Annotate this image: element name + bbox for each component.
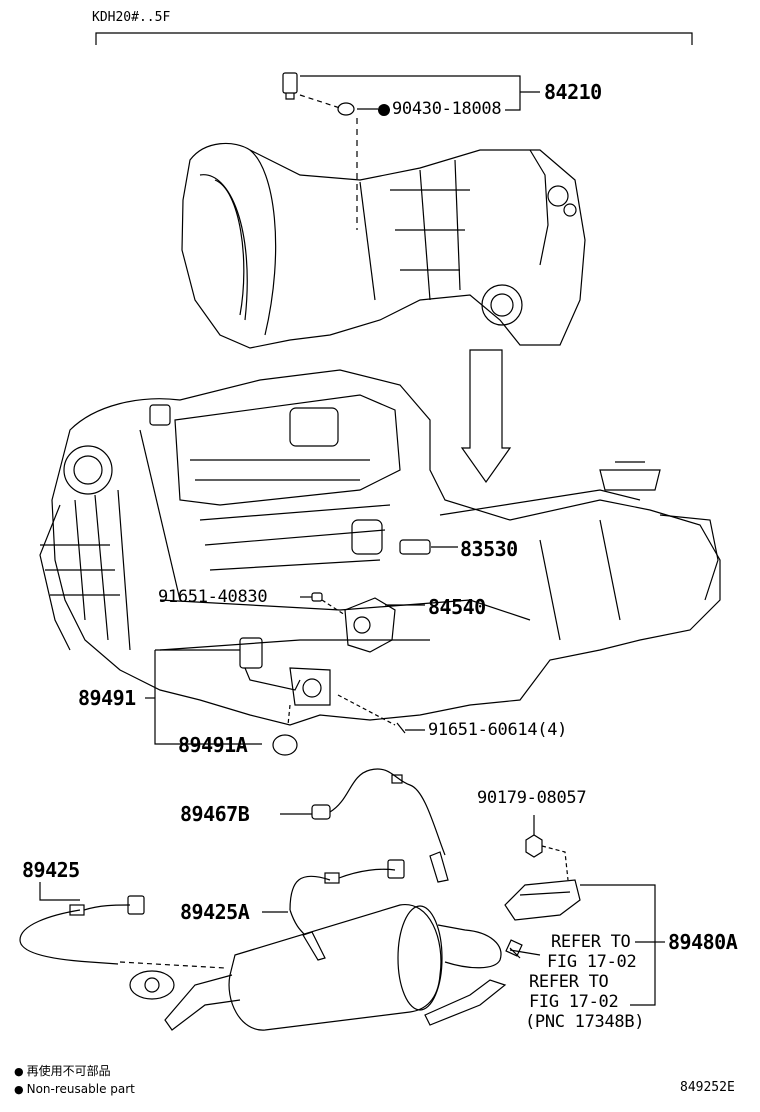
part-label-84210[interactable]: 84210 xyxy=(544,80,602,104)
engine-assembly xyxy=(39,369,721,726)
ref-fig-2-line3[interactable]: (PNC 17348B) xyxy=(525,1012,645,1032)
legend-non-reusable-jp: 再使用不可部品 xyxy=(14,1062,111,1079)
ref-fig-2-line1[interactable]: REFER TO xyxy=(529,972,609,992)
oil-pressure-switch-84210 xyxy=(282,72,540,230)
ref-fig-1-line1[interactable]: REFER TO xyxy=(551,932,631,952)
assembly-arrow xyxy=(460,349,512,484)
part-label-90179-08057[interactable]: 90179-08057 xyxy=(477,788,587,808)
part-label-84540[interactable]: 84540 xyxy=(428,595,486,619)
bracket-assembly-89491 xyxy=(145,637,425,756)
neutral-switch-84540 xyxy=(300,592,425,653)
diagram-id: 849252E xyxy=(680,1080,735,1095)
model-code: KDH20#..5F xyxy=(92,10,171,25)
part-label-89491a[interactable]: 89491A xyxy=(178,733,248,757)
part-label-89425[interactable]: 89425 xyxy=(22,858,80,882)
legend-non-reusable-en: Non-reusable part xyxy=(14,1082,135,1096)
part-label-89467b[interactable]: 89467B xyxy=(180,802,250,826)
transmission-housing xyxy=(181,142,586,349)
part-label-90430-18008[interactable]: 90430-18008 xyxy=(392,99,502,119)
part-label-83530[interactable]: 83530 xyxy=(460,537,518,561)
part-label-89480a[interactable]: 89480A xyxy=(668,930,738,954)
ref-fig-2-line2[interactable]: FIG 17-02 xyxy=(529,992,619,1012)
sensor-harness-89425a xyxy=(262,859,405,936)
non-reusable-marker xyxy=(378,104,390,116)
sensor-bracket-89480a xyxy=(504,879,665,1006)
sensor-83530 xyxy=(399,539,458,555)
oxygen-sensor-89467b xyxy=(280,768,449,883)
part-label-89425a[interactable]: 89425A xyxy=(180,900,250,924)
exhaust-converter xyxy=(129,904,507,1031)
part-label-89491[interactable]: 89491 xyxy=(78,686,136,710)
part-label-91651-40830[interactable]: 91651-40830 xyxy=(158,587,268,607)
ref-fig-1-line2[interactable]: FIG 17-02 xyxy=(547,952,637,972)
sensor-harness-89425 xyxy=(19,882,226,969)
part-label-91651-60614[interactable]: 91651-60614(4) xyxy=(428,720,568,740)
nut-90179 xyxy=(525,815,569,881)
